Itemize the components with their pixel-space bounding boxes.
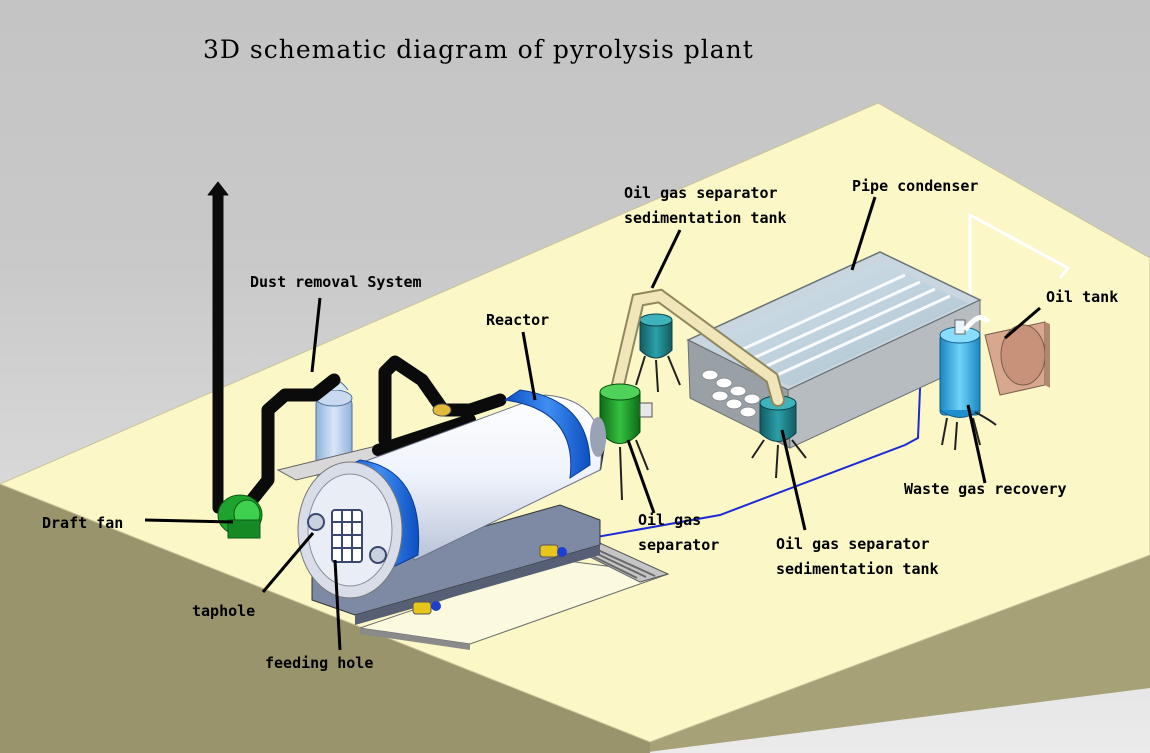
component-labels: Dust removal System Reactor Oil gas sepa… [42,177,1118,672]
label-sedimentation-tank-bottom-line1: Oil gas separator [776,535,930,553]
reactor [297,389,606,615]
label-reactor: Reactor [486,311,549,329]
label-oil-gas-separator-line1: Oil gas [638,511,701,529]
label-feeding-hole: feeding hole [265,654,373,672]
sedimentation-tank-bottom [751,395,807,479]
label-draft-fan: Draft fan [42,514,123,532]
taphole-port [307,513,325,531]
leader-lines [144,196,1041,651]
label-sedimentation-tank-top-line1: Oil gas separator [624,184,778,202]
vapor-pipes [611,288,785,407]
vent-pipe [968,212,1071,330]
label-pipe-condenser: Pipe condenser [852,177,978,195]
waste-gas-recovery-tank [939,315,997,451]
label-dust-removal: Dust removal System [250,273,422,291]
label-taphole: taphole [192,602,255,620]
label-sedimentation-tank-bottom-line2: sedimentation tank [776,560,939,578]
label-oil-tank: Oil tank [1046,288,1118,306]
draft-fan [217,494,263,539]
chimney [207,181,507,514]
label-sedimentation-tank-top-line2: sedimentation tank [624,209,787,227]
label-waste-gas-recovery: Waste gas recovery [904,480,1067,498]
label-oil-gas-separator-line2: separator [638,536,719,554]
diagram-title: 3D schematic diagram of pyrolysis plant [203,35,754,64]
oil-tank-vessel [984,321,1050,396]
feeding-hole-door [331,509,363,563]
